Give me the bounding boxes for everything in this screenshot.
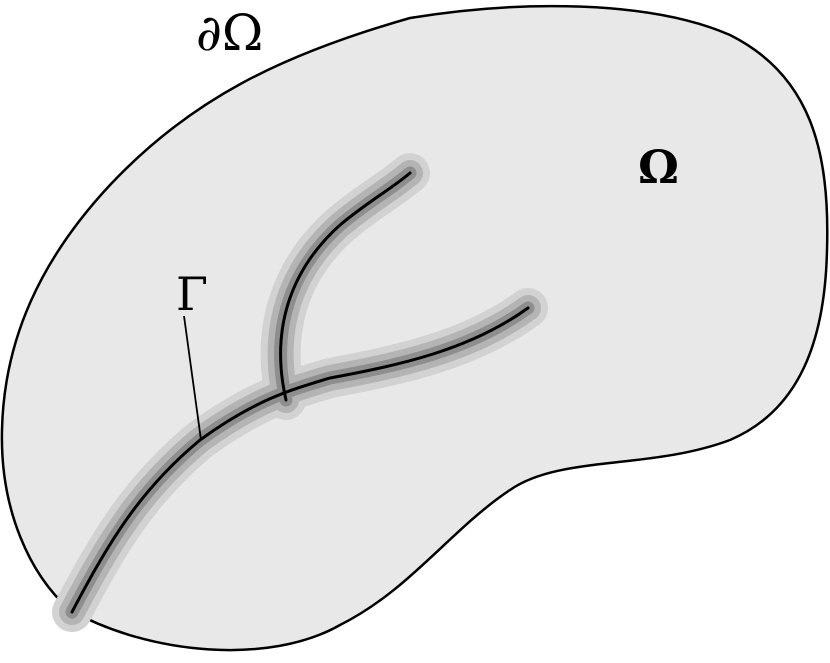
boundary-label: ∂Ω xyxy=(196,4,263,62)
crack-label: Γ xyxy=(176,267,208,321)
crack-label-leader xyxy=(183,315,202,441)
crack-gamma xyxy=(70,171,530,614)
domain-label: Ω xyxy=(638,140,679,194)
crack-upper-branch xyxy=(279,171,412,402)
domain-region xyxy=(0,4,829,652)
crack-main-branch xyxy=(70,306,530,614)
